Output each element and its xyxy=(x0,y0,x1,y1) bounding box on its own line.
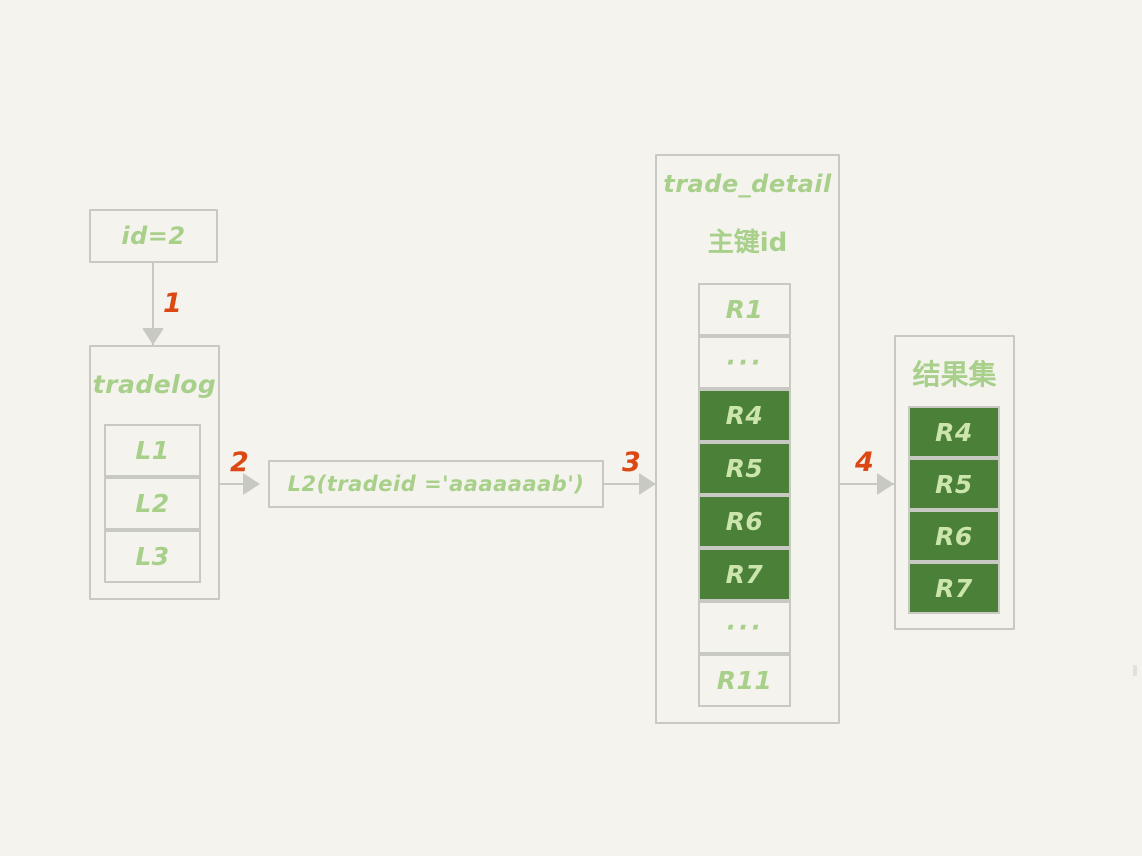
trade-detail-row-0: R1 xyxy=(698,283,791,336)
tradelog-row-2: L3 xyxy=(104,530,201,583)
arrow-trade-detail-to-result xyxy=(877,473,894,495)
step-number-1: 1 xyxy=(163,288,182,319)
trade-detail-row-7: R11 xyxy=(698,654,791,707)
trade-detail-row-5: R7 xyxy=(698,548,791,601)
arrow-query-to-trade-detail xyxy=(639,473,656,495)
input-box: id=2 xyxy=(89,209,218,263)
trade-detail-row-label: R4 xyxy=(725,401,764,430)
step-number-4: 4 xyxy=(855,447,874,478)
tradelog-row-label: L2 xyxy=(135,489,170,518)
result-set-row-label: R6 xyxy=(935,521,973,551)
result-set-row-2: R6 xyxy=(908,510,1000,562)
result-set-row-label: R4 xyxy=(935,417,973,447)
trade-detail-row-label: R1 xyxy=(725,295,764,324)
connector-tradelog-to-query xyxy=(220,483,253,485)
input-box-label: id=2 xyxy=(121,222,186,250)
trade-detail-row-label: R5 xyxy=(725,454,764,483)
connector-trade-detail-to-result xyxy=(840,483,894,485)
result-set-title: 结果集 xyxy=(912,358,997,391)
result-set-row-1: R5 xyxy=(908,458,1000,510)
result-set-row-0: R4 xyxy=(908,406,1000,458)
trade-detail-row-label: ··· xyxy=(725,613,764,642)
trade-detail-row-4: R6 xyxy=(698,495,791,548)
result-set-row-label: R7 xyxy=(935,573,973,603)
query-box-label: L2(tradeid ='aaaaaaab') xyxy=(287,472,585,496)
trade-detail-row-1: ··· xyxy=(698,336,791,389)
tradelog-row-1: L2 xyxy=(104,477,201,530)
tradelog-row-label: L1 xyxy=(135,436,170,465)
trade-detail-row-2: R4 xyxy=(698,389,791,442)
trade-detail-row-label: R11 xyxy=(716,666,773,695)
tradelog-row-0: L1 xyxy=(104,424,201,477)
trade-detail-row-label: R7 xyxy=(725,560,764,589)
connector-input-to-tradelog xyxy=(152,263,154,345)
tradelog-title: tradelog xyxy=(92,370,217,399)
step-number-2: 2 xyxy=(230,447,249,478)
trade-detail-row-3: R5 xyxy=(698,442,791,495)
trade-detail-row-6: ··· xyxy=(698,601,791,654)
arrow-input-to-tradelog xyxy=(142,328,164,345)
trade-detail-title: trade_detail xyxy=(663,170,832,198)
query-box: L2(tradeid ='aaaaaaab') xyxy=(268,460,604,508)
step-number-3: 3 xyxy=(622,447,641,478)
tradelog-row-label: L3 xyxy=(135,542,170,571)
trade-detail-subtitle: 主键id xyxy=(707,228,788,258)
trade-detail-row-label: R6 xyxy=(725,507,764,536)
result-set-row-label: R5 xyxy=(935,469,973,499)
result-set-row-3: R7 xyxy=(908,562,1000,614)
connector-query-to-trade-detail xyxy=(604,483,655,485)
background-speck xyxy=(1133,665,1137,676)
trade-detail-row-label: ··· xyxy=(725,348,764,377)
arrow-tradelog-to-query xyxy=(243,473,260,495)
